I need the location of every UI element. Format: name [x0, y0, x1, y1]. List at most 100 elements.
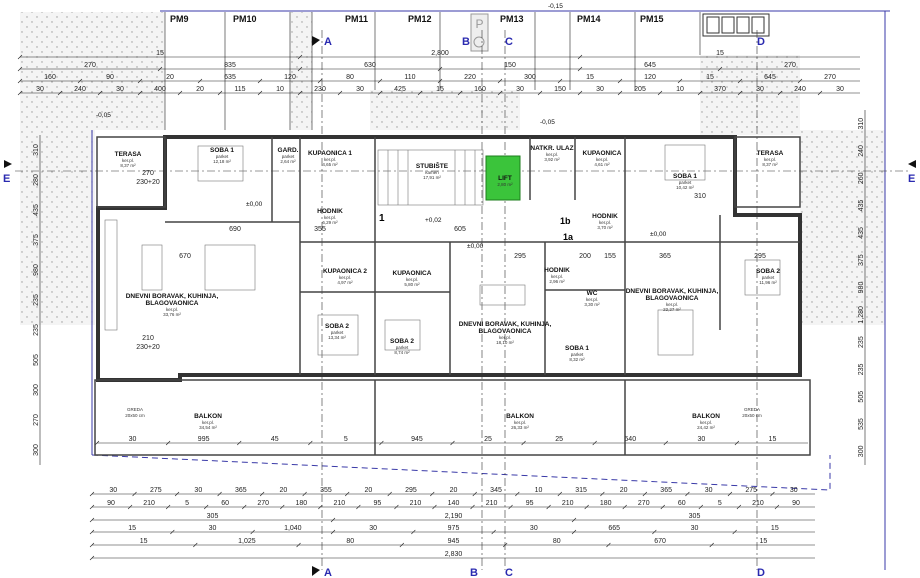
lift-shaft	[485, 155, 521, 201]
dimension-tick	[508, 504, 513, 510]
dimension-value: 115	[234, 86, 245, 93]
dimension-value: 300	[858, 445, 865, 457]
dimension-value: 365	[660, 487, 672, 494]
dimension-value: 400	[154, 86, 166, 93]
dimension-value: 30	[691, 525, 699, 532]
room-area: 4,97 m²	[337, 280, 353, 285]
room-finish: parket	[331, 330, 344, 335]
dimension-value: 90	[792, 500, 800, 507]
room-area: 3,92 m²	[544, 157, 560, 162]
dimension-value: 15	[128, 525, 136, 532]
dimension-tick	[737, 90, 743, 96]
dimension-tick	[450, 440, 455, 446]
room-name: KUPAONICA 1	[308, 150, 352, 157]
dimension-value: 20	[196, 86, 204, 93]
dimension-tick	[497, 90, 503, 96]
dimension-value: 210	[486, 500, 498, 507]
dimension-value: 295	[405, 487, 417, 494]
room-finish: ker.pl.	[666, 302, 678, 307]
dimension-tick	[734, 440, 740, 446]
dimension-value: 230+20	[136, 344, 160, 351]
room-area: 17,91 m²	[423, 175, 441, 180]
dimension-tick	[257, 78, 263, 84]
accessible-parking-sign: P	[470, 13, 489, 52]
beam-size: 20x50 cm	[742, 413, 762, 418]
dimension-tick	[497, 78, 503, 84]
room-area: 34,54 m²	[199, 425, 217, 430]
room-name: LIFT	[498, 175, 512, 182]
dimension-value: 80	[553, 538, 561, 545]
room-name: DNEVNI BORAVAK, KUHINJA,BLAGOVAONICA	[126, 293, 219, 307]
dimension-tick	[170, 529, 175, 535]
dimension-tick	[437, 66, 443, 72]
dimension-value: 20	[365, 487, 373, 494]
dimension-value: 295	[514, 253, 526, 260]
dimension-value: 5	[718, 500, 722, 507]
dimension-value: 275	[745, 487, 757, 494]
room-finish: ker.pl.	[599, 220, 611, 225]
dimension-value: 690	[229, 226, 241, 233]
section-markers: A A B B C C D D E E	[3, 36, 916, 578]
room-area: 26,33 m²	[511, 425, 529, 430]
dimension-tick	[557, 491, 563, 497]
dimension-value: 30	[705, 487, 713, 494]
dimension-value: 605	[454, 226, 466, 233]
dimension-value: 635	[224, 74, 236, 81]
parking-bays: PM9 PM10 PM11 PM12 PM13 PM14 PM15 P	[164, 12, 770, 130]
dimension-value: 645	[764, 74, 776, 81]
dimension-value: 15	[436, 86, 444, 93]
room-finish: ker.pl.	[764, 157, 776, 162]
dimension-value: 640	[624, 436, 636, 443]
section-e-right: E	[908, 173, 915, 185]
right-dimensions: 3102402604354353759801,28023523550553530…	[858, 110, 866, 465]
room-finish: parket	[571, 352, 584, 357]
room-area: 8,37 m²	[762, 162, 778, 167]
room-finish: ker.pl.	[514, 420, 526, 425]
dimension-tick	[777, 90, 783, 96]
dimension-value: 270	[638, 500, 650, 507]
dimension-tick	[89, 491, 95, 497]
room-finish: parket	[282, 154, 295, 159]
dimension-value: 30	[109, 487, 117, 494]
terrace-right-outline	[734, 136, 801, 208]
dimension-value: 240	[74, 86, 86, 93]
dimension-tick	[622, 504, 627, 510]
dimension-value: 980	[33, 264, 40, 276]
dimension-tick	[737, 78, 743, 84]
landscape-left	[20, 130, 95, 325]
dimension-value: 305	[207, 513, 219, 520]
dimension-tick	[697, 90, 703, 96]
dimension-value: 15	[771, 525, 779, 532]
beam-label: GREDA	[744, 407, 760, 412]
dimension-value: 90	[106, 74, 114, 81]
dimension-tick	[617, 78, 623, 84]
dimension-tick	[257, 90, 263, 96]
dimension-tick	[330, 529, 336, 535]
dimension-tick	[606, 542, 611, 548]
dimension-tick	[732, 529, 737, 535]
dimension-value: 270	[824, 74, 836, 81]
dimension-value: 15	[769, 436, 777, 443]
dimension-value: 30	[116, 86, 124, 93]
dimension-value: 80	[346, 74, 354, 81]
beam-label-left: GREDA 20x50 cm	[125, 407, 145, 418]
dimension-tick	[165, 504, 171, 510]
dimension-tick	[217, 90, 223, 96]
dimension-value: 1,280	[858, 306, 865, 324]
dimension-value: 110	[404, 74, 415, 81]
dimension-value: 210	[410, 500, 422, 507]
room-area: 3,70 m²	[597, 225, 613, 230]
room-name: SOBA 2	[325, 323, 349, 330]
dimension-value: 295	[754, 253, 766, 260]
room-area: 2,96 m²	[549, 279, 565, 284]
dimension-value: 435	[858, 227, 865, 239]
dimension-tick	[660, 504, 666, 510]
dimension-value: 5	[185, 500, 189, 507]
dimension-value: 15	[586, 74, 594, 81]
level-zero: ±0,00	[650, 231, 667, 238]
